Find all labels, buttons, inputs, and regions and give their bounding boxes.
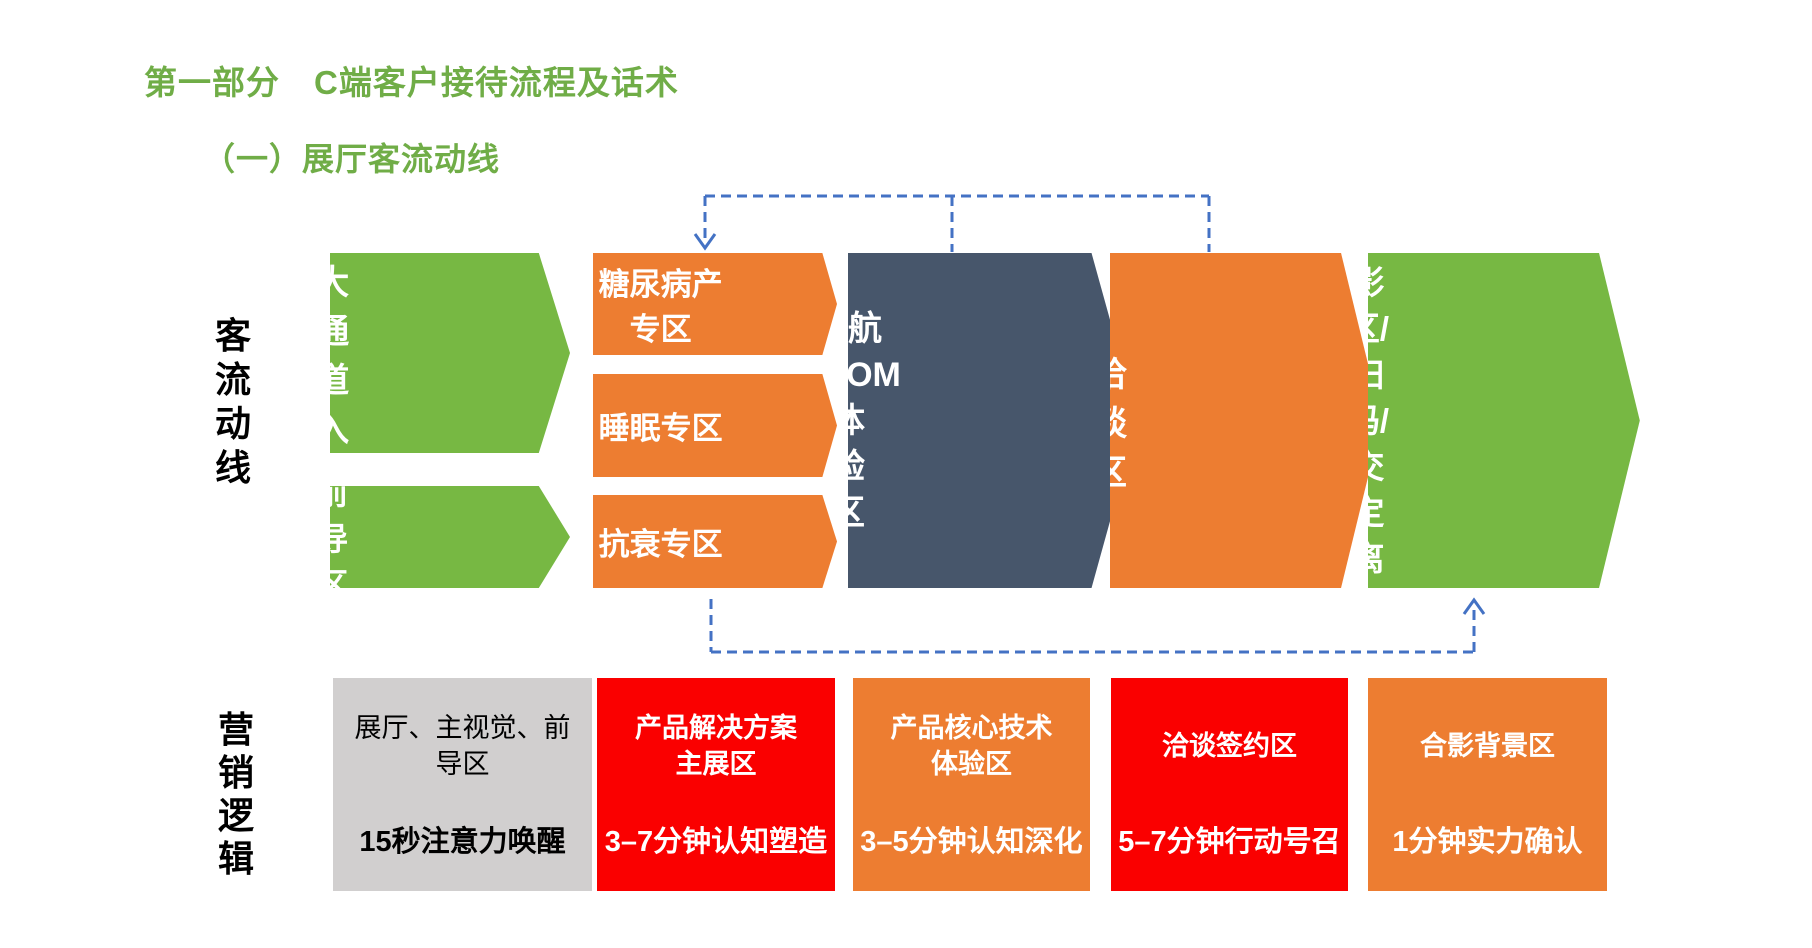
core-tech-title-line2: 体验区 [931,749,1012,779]
page-title: 第一部分 C端客户接待流程及话术 [144,64,679,101]
diabetes-zone-label: 糖尿病产专区 [598,267,723,347]
nav-room-arrow: 导航ROOM 体验区 [848,253,1138,588]
lobby-duration: 15秒注意力唤醒 [359,826,566,858]
signing-logic-box: 洽谈签约区 5–7分钟行动号召 [1111,678,1348,891]
solution-duration: 3–7分钟认知塑造 [604,826,828,858]
signing-duration: 5–7分钟行动号召 [1118,826,1341,858]
top-dashed-connector [703,194,1211,252]
lobby-title: 展厅、主视觉、前 导区 [337,700,588,792]
entrance-label: 三大通道入口 [315,215,350,498]
photo-bg-title-line1: 合影背景区 [1420,731,1555,761]
solution-title: 产品解决方案 主展区 [601,700,831,792]
lobby-title-line1: 展厅、主视觉、前 [354,713,571,743]
entrance-arrow: 三大通道入口 [330,253,570,453]
lobby-title-line2: 导区 [435,749,490,779]
nav-room-label-line1: 导航ROOM [795,309,901,394]
solution-title-line2: 主展区 [675,749,757,779]
lead-in-arrow: 前导区 [330,486,570,588]
solution-title-line1: 产品解决方案 [635,713,797,743]
photo-bg-logic-box: 合影背景区 1分钟实力确认 [1368,678,1607,891]
bottom-dashed-connector [709,599,1476,654]
photo-bg-title: 合影背景区 [1372,700,1603,792]
signing-title-line1: 洽谈签约区 [1162,731,1297,761]
logic-row-label: 营销逻辑 [217,709,254,879]
nav-room-label-line2: 体验区 [831,401,865,532]
anti-aging-zone-label: 抗衰专区 [598,527,723,562]
lobby-logic-box: 展厅、主视觉、前 导区 15秒注意力唤醒 [333,678,592,891]
signing-title: 洽谈签约区 [1115,700,1344,792]
arrow-up-icon [1462,597,1486,615]
photo-exit-label-line3: 离场 [1351,539,1385,623]
photo-exit-label-line1: 合影区/ [1346,217,1390,347]
section-title: （一）展厅客流动线 [203,141,501,177]
diabetes-zone-arrow: 糖尿病产专区 [593,253,837,355]
core-tech-duration: 3–5分钟认知深化 [860,826,1083,858]
core-tech-logic-box: 产品核心技术 体验区 3–5分钟认知深化 [853,678,1090,891]
anti-aging-zone-arrow: 抗衰专区 [593,495,837,588]
flow-row-label: 客流动线 [214,315,251,488]
photo-exit-arrow: 合影区/ 扫码/交定 离场 [1368,253,1640,588]
core-tech-title: 产品核心技术 体验区 [857,700,1086,792]
solution-logic-box: 产品解决方案 主展区 3–7分钟认知塑造 [597,678,835,891]
lead-in-label: 前导区 [316,475,349,603]
core-tech-title-line1: 产品核心技术 [890,713,1053,743]
photo-bg-duration: 1分钟实力确认 [1392,826,1583,858]
sleep-zone-label: 睡眠专区 [598,411,723,446]
photo-exit-label-line2: 扫码/交定 [1346,355,1390,531]
sleep-zone-arrow: 睡眠专区 [593,374,837,477]
negotiation-arrow: 洽谈区 [1110,253,1382,588]
negotiation-label: 洽谈区 [1093,356,1127,492]
arrow-down-icon [693,233,717,251]
